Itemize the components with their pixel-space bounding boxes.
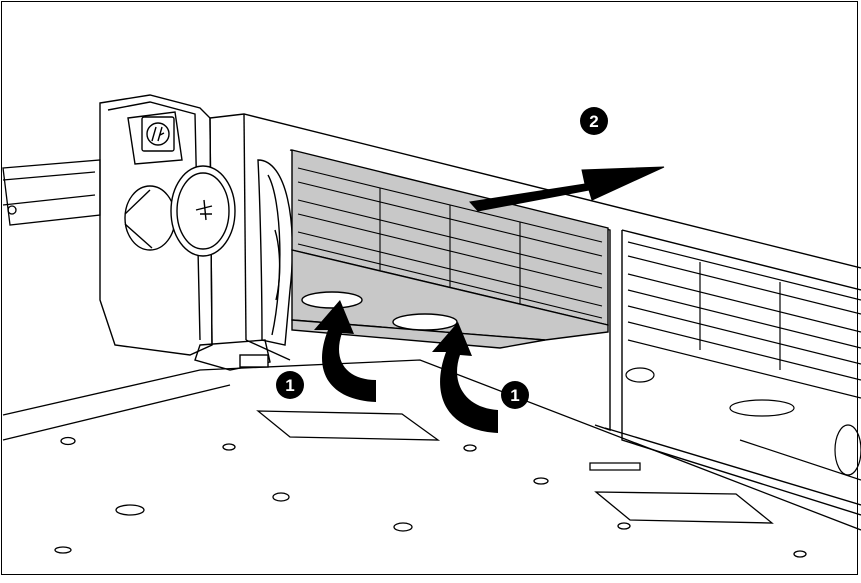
callout-step-1-right-label: 1: [510, 386, 519, 405]
removal-arrow: [469, 166, 665, 212]
adjacent-drive-bay: [625, 241, 861, 481]
thumbscrew-icon: [124, 165, 236, 257]
lift-arrow-right: [432, 322, 498, 433]
drive-blank: [291, 149, 609, 349]
hp-logo: [141, 116, 175, 152]
rack-ear: [99, 94, 271, 371]
chassis-floor: [2, 159, 861, 558]
callout-step-2: 2: [580, 107, 608, 135]
callout-step-1-right: 1: [501, 381, 529, 409]
lift-arrow-left: [314, 300, 376, 402]
callout-step-2-label: 2: [589, 112, 598, 131]
callout-step-1-left: 1: [276, 371, 304, 399]
callout-step-1-left-label: 1: [285, 376, 294, 395]
